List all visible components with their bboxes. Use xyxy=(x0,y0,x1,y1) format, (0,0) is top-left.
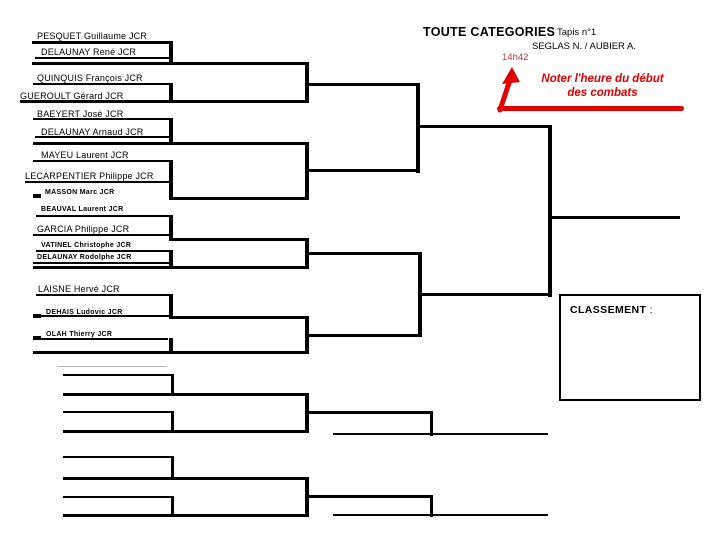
player-label: OLAH Thierry JCR xyxy=(46,331,113,338)
player-label: MASSON Marc JCR xyxy=(45,189,115,196)
bracket-line xyxy=(171,374,174,396)
winner-dash-marker xyxy=(33,194,41,198)
bracket-line xyxy=(416,125,548,128)
bracket-line xyxy=(305,411,432,414)
bracket-line xyxy=(305,334,420,337)
player-label: QUINQUIS François JCR xyxy=(37,73,143,83)
bracket-line xyxy=(36,338,168,340)
bracket-line xyxy=(36,294,169,296)
bracket-line xyxy=(169,316,308,319)
bracket-line xyxy=(20,100,308,103)
bracket-line xyxy=(33,315,170,317)
bracket-line xyxy=(548,216,680,219)
player-label: GUEROULT Gérard JCR xyxy=(20,91,124,101)
player-label: BAEYERT José JCR xyxy=(37,109,124,119)
bracket-line xyxy=(418,293,548,296)
player-label: DELAUNAY Rodolphe JCR xyxy=(37,254,132,261)
player-label: VATINEL Christophe JCR xyxy=(41,242,132,249)
bracket-line xyxy=(33,234,171,236)
bracket-line xyxy=(169,41,173,65)
bracket-line xyxy=(36,250,170,252)
bracket-line xyxy=(170,197,308,200)
bracket-line xyxy=(430,411,433,436)
player-label: GARCIA Philippe JCR xyxy=(37,224,130,234)
bracket-line xyxy=(171,456,174,480)
bracket-line xyxy=(32,41,172,44)
bracket-line xyxy=(305,62,309,103)
bracket-line xyxy=(33,83,172,85)
player-label: DELAUNAY Arnaud JCR xyxy=(41,127,144,137)
bracket-line xyxy=(416,83,420,173)
bracket-line xyxy=(33,118,172,120)
bracket-line xyxy=(25,181,171,183)
player-label: DEHAIS Ludovic JCR xyxy=(46,309,123,316)
bracket-line xyxy=(169,338,173,354)
bracket-line xyxy=(169,83,173,103)
classement-label: CLASSEMENT : xyxy=(570,304,653,316)
bracket-line-faint xyxy=(57,366,167,367)
classement-box: CLASSEMENT : xyxy=(559,294,701,401)
bracket-line xyxy=(170,238,308,241)
bracket-line xyxy=(63,496,173,498)
bracket-line xyxy=(169,215,173,241)
bracket-line xyxy=(169,250,173,269)
bracket-line xyxy=(169,118,173,145)
player-label: DELAUNAY René JCR xyxy=(41,47,137,57)
bracket-line xyxy=(33,160,171,162)
bracket-line xyxy=(63,430,308,433)
bracket-line xyxy=(35,57,169,59)
bracket-line xyxy=(33,262,170,264)
player-label: LAISNE Hervé JCR xyxy=(38,284,120,294)
bracket-line xyxy=(169,160,173,200)
player-label: MAYEU Laurent JCR xyxy=(41,150,129,160)
bracket-line xyxy=(63,514,308,517)
bracket-line xyxy=(333,514,548,516)
bracket-line xyxy=(305,252,420,255)
bracket-line xyxy=(36,215,171,217)
player-label: BEAUVAL Laurent JCR xyxy=(41,206,124,213)
red-arrow-icon xyxy=(497,67,684,113)
bracket-line xyxy=(171,411,174,433)
bracket-line xyxy=(305,83,418,86)
bracket-line xyxy=(63,456,173,458)
bracket-line xyxy=(169,294,173,319)
mat-number: Tapis n°1 xyxy=(557,27,597,38)
player-label: PESQUET Guillaume JCR xyxy=(37,31,148,41)
referees-names: SEGLAS N. / AUBIER A. xyxy=(532,41,637,52)
category-title: TOUTE CATEGORIES xyxy=(423,25,556,39)
bracket-line xyxy=(63,477,308,480)
bracket-line xyxy=(430,495,433,517)
bracket-line xyxy=(333,433,548,435)
bracket-line xyxy=(305,495,432,498)
bracket-line xyxy=(63,374,173,376)
bracket-line xyxy=(63,411,173,413)
bracket-line xyxy=(305,169,418,172)
winner-dash-marker xyxy=(33,336,41,340)
bracket-line xyxy=(548,125,552,297)
bracket-line xyxy=(63,393,308,396)
handwritten-note: Noter l'heure du début des combats xyxy=(505,72,700,100)
winner-dash-marker xyxy=(33,314,41,318)
note-line2: des combats xyxy=(567,87,638,99)
bracket-line xyxy=(35,136,169,138)
player-label: LECARPENTIER Philippe JCR xyxy=(25,171,154,181)
note-line1: Noter l'heure du début xyxy=(541,73,664,85)
bracket-line xyxy=(171,496,174,517)
start-time: 14h42 xyxy=(502,52,529,63)
